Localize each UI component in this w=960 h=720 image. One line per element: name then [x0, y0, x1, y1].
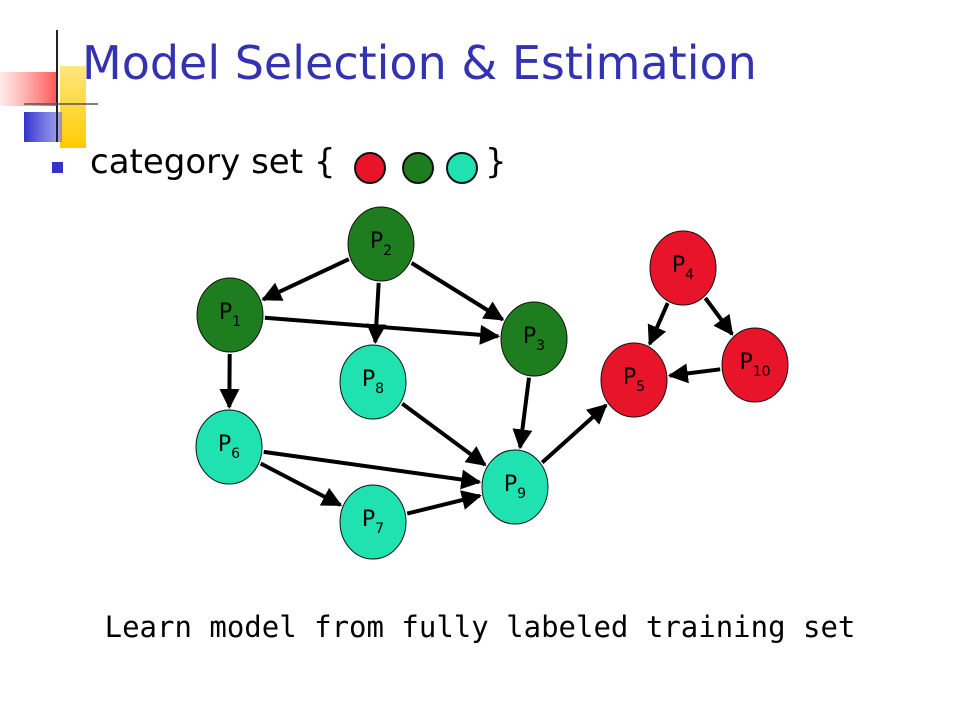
slide-caption: Learn model from fully labeled training … — [104, 610, 856, 644]
node-p2: P2 — [347, 206, 415, 282]
bullet-marker — [52, 162, 63, 173]
category-set-close-brace: } — [485, 142, 507, 182]
category-set-label: category set { — [90, 142, 336, 182]
node-p10: P10 — [721, 327, 789, 403]
node-p8-label: P8 — [362, 367, 384, 397]
node-p5: P5 — [600, 342, 668, 418]
node-p2-label: P2 — [370, 229, 392, 259]
edges-layer — [219, 257, 734, 516]
node-label-base: P — [672, 253, 685, 278]
node-label-subscript: 9 — [517, 486, 526, 502]
category-set-bullet: category set { } — [48, 140, 648, 190]
node-p2-circle — [347, 206, 415, 282]
node-p7-label: P7 — [362, 507, 384, 537]
node-label-subscript: 1 — [232, 314, 241, 330]
node-label-base: P — [623, 365, 636, 390]
node-p8: P8 — [339, 344, 407, 420]
node-p8-circle — [339, 344, 407, 420]
node-p10-circle — [721, 327, 789, 403]
node-p6: P6 — [195, 409, 263, 485]
node-p9-label: P9 — [504, 472, 526, 502]
node-p4-label: P4 — [672, 253, 694, 283]
corner-decoration — [0, 30, 98, 148]
edge-p4-to-p10 — [703, 296, 734, 336]
node-label-base: P — [362, 507, 375, 532]
edge-p2-to-p1 — [261, 257, 350, 302]
edge-p9-to-p5 — [540, 403, 608, 464]
node-p6-circle — [195, 409, 263, 485]
node-label-base: P — [219, 300, 232, 325]
node-p9: P9 — [481, 449, 549, 525]
node-p4: P4 — [649, 230, 717, 306]
edge-p6-to-p9 — [263, 449, 482, 490]
edge-p8-to-p9 — [401, 401, 487, 467]
node-p1-circle — [196, 277, 264, 353]
edge-p1-to-p3 — [264, 315, 501, 345]
node-label-subscript: 2 — [383, 243, 392, 259]
edge-p2-to-p8 — [366, 282, 387, 345]
category-swatch-red — [354, 152, 386, 184]
node-p6-label: P6 — [218, 432, 240, 462]
node-label-base: P — [218, 432, 231, 457]
edge-p2-to-p3 — [410, 261, 505, 322]
node-p3-label: P3 — [523, 324, 545, 354]
node-label-base: P — [504, 472, 517, 497]
node-p3: P3 — [500, 301, 568, 377]
edge-p4-to-p5 — [647, 302, 670, 346]
node-p1: P1 — [196, 277, 264, 353]
node-label-subscript: 8 — [375, 381, 384, 397]
node-label-subscript: 10 — [753, 364, 771, 380]
node-p4-circle — [649, 230, 717, 306]
category-swatch-dark-green — [402, 152, 434, 184]
node-label-base: P — [523, 324, 536, 349]
node-label-subscript: 4 — [685, 267, 694, 283]
node-label-base: P — [362, 367, 375, 392]
node-p1-label: P1 — [219, 300, 241, 330]
node-label-base: P — [739, 350, 752, 375]
deco-red-square — [0, 72, 58, 106]
edge-p10-to-p5 — [667, 363, 721, 384]
node-label-base: P — [370, 229, 383, 254]
node-p10-label: P10 — [739, 350, 770, 380]
category-swatch-teal — [446, 152, 478, 184]
deco-yellow-square — [60, 66, 86, 148]
edge-p3-to-p9 — [512, 377, 533, 450]
slide-title: Model Selection & Estimation — [82, 36, 757, 90]
deco-blue-square — [24, 112, 62, 142]
node-p5-circle — [600, 342, 668, 418]
node-p7: P7 — [339, 484, 407, 560]
node-label-subscript: 3 — [536, 338, 545, 354]
node-label-subscript: 7 — [375, 521, 384, 537]
edge-p6-to-p7 — [259, 461, 343, 507]
node-p7-circle — [339, 484, 407, 560]
node-p3-circle — [500, 301, 568, 377]
node-p5-label: P5 — [623, 365, 645, 395]
edge-p7-to-p9 — [406, 490, 482, 516]
node-label-subscript: 5 — [636, 379, 645, 395]
node-p9-circle — [481, 449, 549, 525]
node-label-subscript: 6 — [231, 446, 240, 462]
